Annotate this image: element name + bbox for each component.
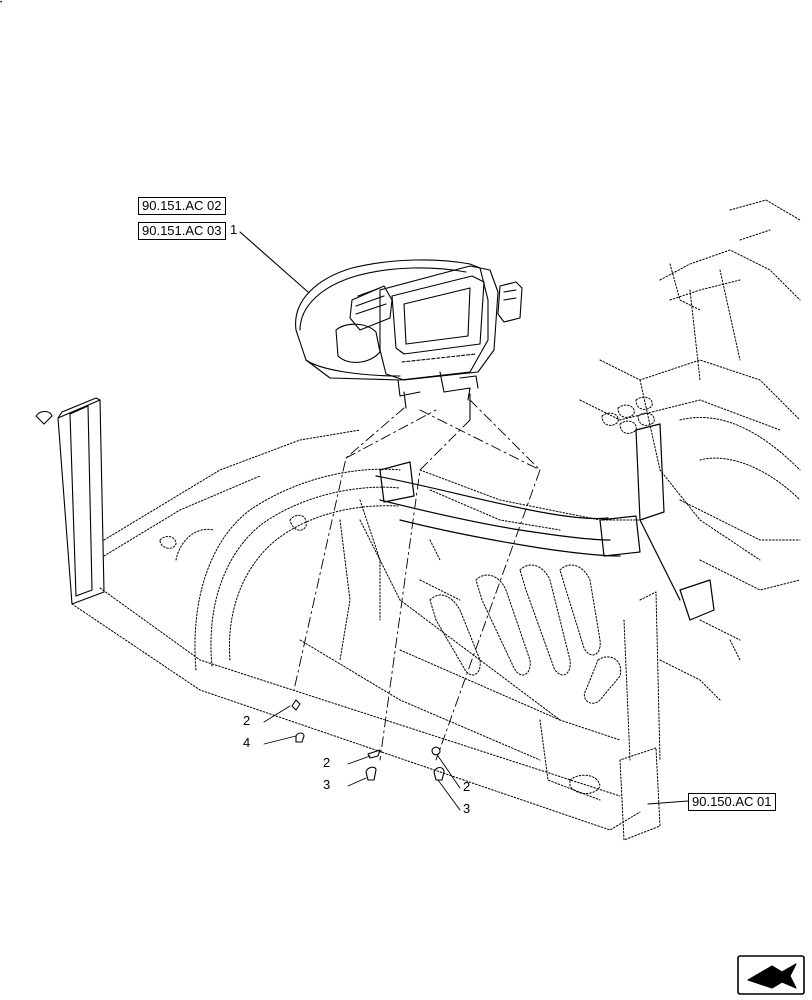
callout-item-1: 1 <box>230 222 238 237</box>
leader-frame-ref <box>647 800 689 805</box>
ref-box-top-2[interactable]: 90.151.AC 03 <box>138 222 226 240</box>
leader-item-1 <box>239 231 309 293</box>
callout-leaders <box>263 705 461 811</box>
callout-mid-3: 3 <box>323 777 331 792</box>
display-monitor <box>295 259 523 421</box>
callout-right-3: 3 <box>463 801 471 816</box>
fasteners <box>291 699 445 781</box>
callout-left-4: 4 <box>243 735 251 750</box>
ref-box-frame[interactable]: 90.150.AC 01 <box>688 793 776 811</box>
callout-left-2: 2 <box>243 713 251 728</box>
ref-box-top-1[interactable]: 90.151.AC 02 <box>138 197 226 215</box>
corner-mark: • <box>0 0 3 6</box>
callout-right-2: 2 <box>463 779 471 794</box>
alignment-lines <box>293 399 541 761</box>
left-post <box>35 397 105 605</box>
cross-duct <box>375 423 715 621</box>
callout-mid-2: 2 <box>323 755 331 770</box>
frame-body <box>71 199 801 841</box>
return-arrow-icon[interactable] <box>737 955 805 995</box>
